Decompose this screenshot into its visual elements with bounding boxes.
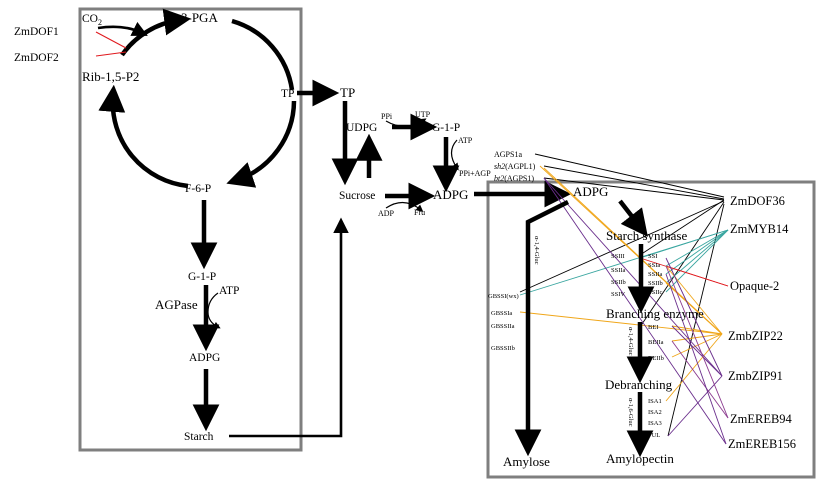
- isa-gene: ISA1: [648, 398, 662, 405]
- be-gene: BEIIa: [648, 339, 664, 346]
- g1p-left-label: G-1-P: [188, 271, 216, 283]
- f6p-label: F-6-P: [185, 183, 211, 195]
- regulatory-network: [519, 153, 729, 445]
- ppi-agp-label: PPi+AGP: [459, 169, 491, 178]
- gbss-gene: GBSSIIb: [491, 345, 515, 352]
- adp-label: ADP: [378, 209, 395, 218]
- alpha16-label: α-1,6-Gluc: [627, 398, 634, 427]
- atp-curve-left: [207, 292, 221, 329]
- ss-right-gene: SSIIc: [648, 289, 663, 296]
- ppi-utp-curve: [385, 118, 427, 127]
- ss-left-gene: SSIIa: [611, 267, 626, 274]
- tf-zmdof36: ZmDOF36: [730, 194, 785, 208]
- atp-ppi-curve: [450, 139, 459, 171]
- ss-left-gene: SSIII: [611, 253, 625, 260]
- adpg-left-label: ADPG: [189, 352, 220, 364]
- tf-zmereb94: ZmEREB94: [730, 412, 793, 426]
- amyloplast-frame: [486, 180, 816, 479]
- isa-gene: ISA2: [648, 409, 662, 416]
- adpg-middle-label: ADPG: [433, 187, 468, 202]
- starch-left-label: Starch: [184, 431, 214, 443]
- tp-middle-label: TP: [340, 85, 355, 100]
- agp-gene-1: AGPS1a: [494, 150, 522, 159]
- isa-gene: ISA3: [648, 420, 662, 427]
- branching-enzyme-label: Branching enzyme: [606, 306, 704, 321]
- gbss-gene: GBSSI(wx): [488, 293, 519, 300]
- pga-label: 3-PGA: [181, 10, 218, 25]
- amylose-label: Amylose: [503, 454, 550, 469]
- atp-middle-label: ATP: [458, 136, 473, 145]
- be-gene: BEI: [648, 324, 658, 331]
- starch-synthase-label: Starch synthase: [606, 228, 687, 243]
- gbss-gene: GBSSIIa: [491, 323, 515, 330]
- g1p-middle-label: G-1-P: [432, 122, 460, 134]
- zmdof2-link: [95, 51, 127, 57]
- cycle-arc-top-right: [231, 18, 295, 91]
- ss-left-gene: SSIV: [611, 291, 625, 298]
- isa-gene: PUL: [648, 432, 660, 439]
- ss-right-gene: SSIa: [648, 262, 660, 269]
- agp-gene-2: sh2(AGPL1): [494, 162, 536, 171]
- calvin-cycle: [95, 8, 297, 189]
- tf-zmbzip91: ZmbZIP91: [728, 369, 783, 383]
- agpase-label: AGPase: [155, 297, 198, 312]
- zmdof1-label: ZmDOF1: [14, 26, 59, 38]
- alpha14-be-label: α-1,4-Gluc: [627, 327, 634, 356]
- ss-left-gene: SSIIb: [611, 279, 626, 286]
- ss-right-gene: SSIIa: [648, 271, 663, 278]
- tf-opaque2: Opaque-2: [730, 279, 779, 293]
- gbss-gene: GBSSIa: [491, 310, 512, 317]
- fru-label: Fru: [414, 208, 425, 217]
- starch-to-sucrose-line: [229, 217, 349, 438]
- ss-right-gene: SSI: [648, 253, 657, 260]
- alpha14-amylose-label: α-1,4-Gluc: [533, 236, 540, 265]
- co2-arrow: [97, 21, 148, 36]
- atp-left-label: ATP: [219, 285, 239, 297]
- cycle-arc-right: [226, 100, 297, 188]
- tf-zmereb156: ZmEREB156: [728, 437, 796, 451]
- ppi-label: PPi: [381, 112, 393, 121]
- debranching-label: Debranching: [605, 377, 673, 392]
- cycle-arc-left: [98, 84, 189, 189]
- utp-label: UTP: [415, 110, 431, 119]
- co2-label: CO2: [82, 13, 102, 27]
- zmdof1-link: [95, 31, 127, 49]
- udpg-label: UDPG: [346, 122, 377, 134]
- cycle-arc-top-left: [120, 8, 192, 57]
- ss-right-gene: SSIIb: [648, 280, 663, 287]
- sucrose-label: Sucrose: [339, 190, 375, 202]
- agp-gene-3: bt2(AGPS1): [494, 174, 534, 183]
- adpg-right-label: ADPG: [573, 184, 608, 199]
- rib-label: Rib-1,5-P2: [82, 69, 139, 84]
- zmdof2-label: ZmDOF2: [14, 52, 59, 64]
- amylopectin-label: Amylopectin: [606, 451, 674, 466]
- adpg-to-starch-synthase-arrow: [618, 199, 648, 237]
- be-gene: BEIIb: [648, 355, 664, 362]
- tf-zmbzip22: ZmbZIP22: [728, 329, 783, 343]
- tf-zmmyb14: ZmMYB14: [730, 222, 789, 236]
- tp-left-label: TP: [281, 88, 294, 100]
- adpg-to-amylose-path: [514, 199, 570, 457]
- adp-fru-curve: [385, 201, 424, 212]
